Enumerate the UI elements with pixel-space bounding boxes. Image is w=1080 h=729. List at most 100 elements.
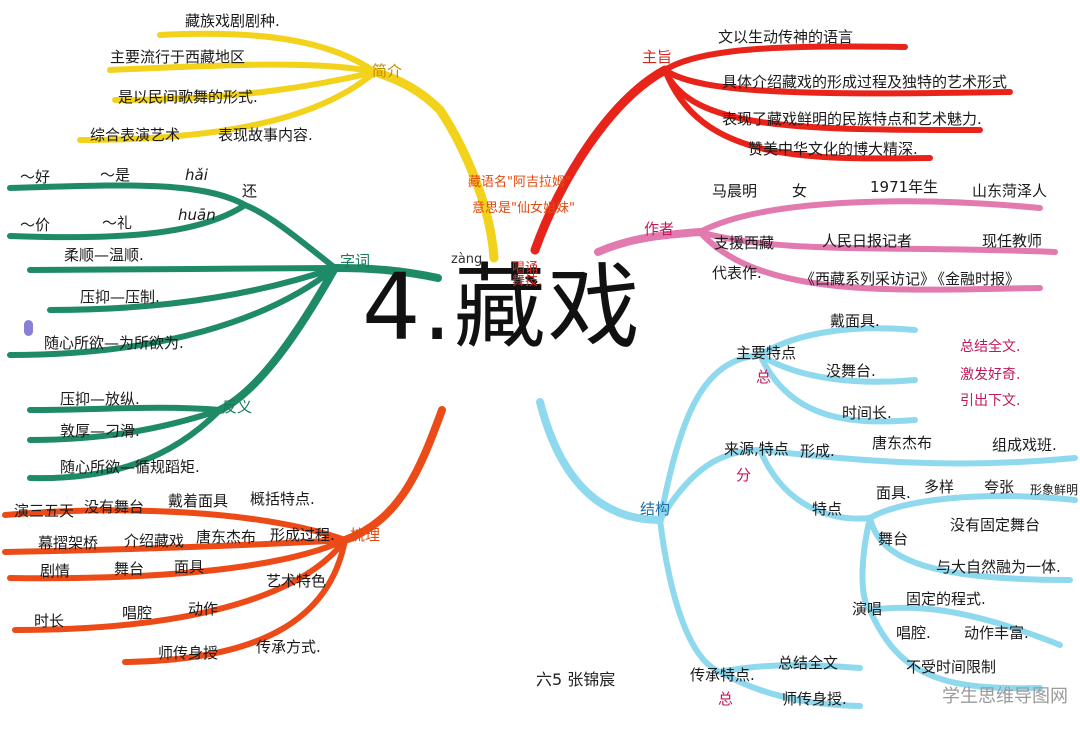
jiegou-tedian-3: 时间长. — [842, 404, 892, 422]
branch-ziyin — [7, 182, 442, 482]
zhuzhi-item-1: 文以生动传神的语言 — [718, 28, 854, 46]
ziyin-item-8: 随心所欲—为所欲为. — [44, 334, 184, 352]
shuli-item-15: 动作 — [188, 600, 219, 618]
zhuzhi-item-4: 赞美中华文化的博大精深. — [748, 140, 918, 158]
jianjie-item-4: 综合表演艺术 — [90, 126, 181, 144]
zuozhe-works-label: 代表作. — [712, 264, 762, 282]
chuancheng-label: 传承特点. — [690, 666, 755, 684]
title-pinyin: zàng — [451, 252, 483, 267]
mianju-2: 多样 — [924, 478, 955, 496]
branch-zuozhe — [594, 198, 1058, 293]
mianju-1: 面具. — [876, 484, 911, 502]
summary-2: 激发好奇. — [960, 367, 1021, 383]
fanyi-label: 反义 — [222, 398, 253, 416]
ziyin-item-1: ～好 — [20, 168, 51, 186]
chuancheng-1: 总结全文 — [778, 654, 839, 672]
ziyin-item-2: ～是 — [100, 166, 131, 184]
zuozhe-work-2: 人民日报记者 — [822, 232, 913, 250]
branch-zhuzhi — [530, 43, 1013, 255]
jianjie-label: 简介 — [372, 62, 403, 80]
zuozhe-work-3: 现任教师 — [982, 232, 1043, 250]
mianju-4: 形象鲜明 — [1030, 483, 1079, 497]
shuli-item-17: 传承方式. — [256, 638, 321, 656]
ziyin-item-6: 柔顺—温顺. — [64, 246, 144, 264]
wutai-label: 舞台 — [878, 530, 909, 548]
yanchang-4: 不受时间限制 — [906, 658, 997, 676]
shuli-item-3: 戴着面具 — [168, 492, 229, 510]
jianjie-item-2: 主要流行于西藏地区 — [110, 48, 246, 66]
watermark: 学生思维导图网 — [942, 686, 1068, 707]
yanchang-2: 唱腔. — [896, 624, 931, 642]
ziyin-item-3: 还 — [242, 182, 258, 200]
shuli-item-11: 面具 — [174, 558, 205, 576]
zuozhe-gender: 女 — [792, 182, 808, 200]
jiegou-tedian2: 特点 — [812, 500, 843, 518]
jianjie-item-5: 表现故事内容. — [218, 126, 313, 144]
zuozhe-name: 马晨明 — [712, 182, 758, 200]
shuli-item-16: 师传身授 — [158, 644, 219, 662]
jiegou-laiyuan-4: 组成戏班. — [992, 436, 1057, 454]
wutai-2: 与大自然融为一体. — [936, 558, 1061, 576]
shuli-item-1: 演三五天 — [14, 502, 75, 520]
ziyin-label: 字词 — [340, 252, 371, 270]
jiegou-label: 结构 — [640, 500, 671, 518]
chuancheng-2: 师传身授. — [782, 690, 847, 708]
ziyin-item-4: ～价 — [20, 216, 51, 234]
mianju-3: 夸张 — [984, 478, 1015, 496]
branch-jianjie — [77, 30, 499, 263]
summary-3: 引出下文. — [960, 393, 1021, 409]
zuozhe-works-2: 《金融时报》 — [930, 270, 1021, 288]
shuli-item-5: 幕摺架桥 — [38, 534, 99, 552]
shuli-item-4: 概括特点. — [250, 490, 315, 508]
yanchang-3: 动作丰富. — [964, 624, 1029, 642]
purple-mark — [24, 320, 33, 336]
shuli-item-6: 介绍藏戏 — [124, 532, 185, 550]
jiegou-laiyuan-3: 唐东杰布 — [872, 434, 933, 452]
author-signature: 六5 张锦宸 — [536, 670, 616, 689]
center-note-2: 意思是"仙女姐妹" — [472, 201, 575, 216]
jiegou-laiyuan-2: 形成. — [800, 442, 835, 460]
zuozhe-label: 作者 — [644, 220, 675, 238]
pinyin-hai: hǎi — [185, 166, 208, 184]
zuozhe-works-1: 《西藏系列采访记》 — [800, 270, 936, 288]
branch-jiegou — [536, 325, 1078, 709]
center-note-1: 藏语名"阿吉拉姆" — [468, 175, 571, 190]
shuli-item-9: 剧情 — [40, 562, 71, 580]
zuozhe-hometown: 山东菏泽人 — [972, 182, 1048, 200]
branch-shuli — [2, 406, 446, 665]
jianjie-item-3: 是以民间歌舞的形式. — [118, 88, 258, 106]
fanyi-item-1: 压抑—放纵. — [60, 390, 140, 408]
zhuzhi-item-3: 表现了藏戏鲜明的民族特点和艺术魅力. — [722, 110, 982, 128]
jiegou-total-2: 总 — [718, 690, 734, 708]
jiegou-fen: 分 — [736, 466, 752, 484]
zhuzhi-label: 主旨 — [642, 48, 673, 66]
jiegou-tedian-label: 主要特点 — [736, 344, 797, 362]
shuli-item-12: 艺术特色 — [266, 572, 327, 590]
jianjie-item-1: 藏族戏剧剧种. — [185, 12, 280, 30]
shuli-item-7: 唐东杰布 — [196, 528, 257, 546]
ziyin-item-5: ～礼 — [102, 214, 133, 232]
fanyi-item-3: 随心所欲—循规蹈矩. — [60, 458, 200, 476]
shuli-item-8: 形成过程. — [270, 526, 335, 544]
jiegou-laiyuan-1: 来源,特点 — [724, 440, 789, 458]
shuli-item-10: 舞台 — [114, 560, 145, 578]
zuozhe-work-1: 支援西藏 — [714, 234, 775, 252]
jiegou-tedian-2: 没舞台. — [826, 362, 876, 380]
summary-1: 总结全文. — [960, 339, 1021, 355]
page-title: 4.藏戏 — [362, 254, 642, 361]
zuozhe-birth: 1971年生 — [870, 178, 939, 196]
yanchang-1: 固定的程式. — [906, 590, 986, 608]
shuli-label: 梳理 — [350, 526, 381, 544]
shuli-item-13: 时长 — [34, 612, 65, 630]
wutai-1: 没有固定舞台 — [950, 516, 1041, 534]
yanchang-label: 演唱 — [852, 600, 883, 618]
changsong-label: 唱诵 舞技. — [512, 261, 543, 289]
pinyin-huan: huān — [178, 206, 216, 224]
zhuzhi-item-2: 具体介绍藏戏的形成过程及独特的艺术形式 — [722, 73, 1008, 91]
jiegou-tedian-1: 戴面具. — [830, 312, 880, 330]
shuli-item-14: 唱腔 — [122, 604, 153, 622]
shuli-item-2: 没有舞台 — [84, 498, 145, 516]
ziyin-item-7: 压抑—压制. — [80, 288, 160, 306]
